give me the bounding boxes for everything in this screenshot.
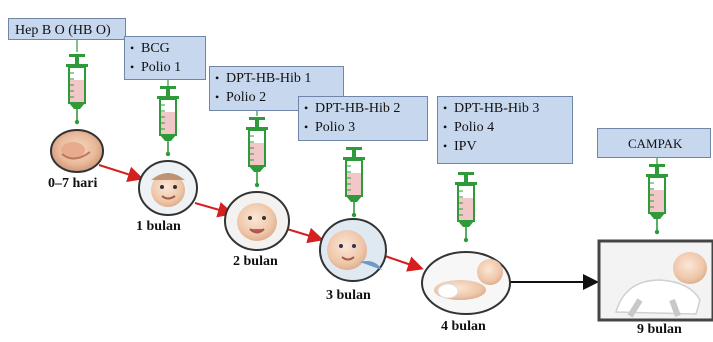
syringe-icon — [454, 171, 478, 244]
vaccine-campak-label: CAMPAK — [628, 136, 683, 151]
baby-photo — [50, 129, 104, 173]
baby-photo — [319, 218, 387, 282]
vaccine-item: DPT-HB-Hib 2 — [304, 99, 423, 118]
baby-photo — [138, 160, 198, 216]
syringe-icon — [245, 116, 269, 189]
vaccine-item: BCG — [130, 39, 201, 58]
age-label-1-month: 1 bulan — [136, 219, 181, 234]
arrow-4 — [381, 254, 424, 272]
vaccine-item: Polio 3 — [304, 118, 423, 137]
vaccine-box-1-month: BCG Polio 1 — [124, 36, 206, 80]
vaccine-item: Polio 1 — [130, 58, 201, 77]
vaccine-box-9-month: CAMPAK — [597, 128, 711, 158]
age-label-3-month: 3 bulan — [326, 288, 371, 303]
vaccine-hb0-label: Hep B O (HB O) — [15, 23, 111, 38]
baby-photo — [421, 251, 511, 315]
vaccine-item: Polio 2 — [215, 88, 339, 107]
baby-photo — [597, 239, 713, 322]
arrow-1 — [98, 164, 144, 182]
syringe-icon — [156, 85, 180, 158]
arrow-3 — [286, 227, 324, 244]
baby-photo — [224, 191, 290, 251]
age-label-2-month: 2 bulan — [233, 254, 278, 269]
syringe-icon — [342, 146, 366, 219]
age-label-0-7-days: 0–7 hari — [48, 176, 98, 191]
age-label-9-month: 9 bulan — [637, 322, 682, 337]
arrow-2 — [194, 202, 234, 218]
vaccine-item: DPT-HB-Hib 1 — [215, 69, 339, 88]
age-label-4-month: 4 bulan — [441, 319, 486, 334]
vaccine-box-3-month: DPT-HB-Hib 2 Polio 3 — [298, 96, 428, 141]
syringe-icon — [65, 53, 89, 126]
vaccine-item: Polio 4 — [443, 118, 568, 137]
vaccine-box-hb0: Hep B O (HB O) — [8, 18, 126, 40]
vaccine-box-4-month: DPT-HB-Hib 3 Polio 4 IPV — [437, 96, 573, 164]
syringe-icon — [645, 163, 669, 236]
vaccine-item: DPT-HB-Hib 3 — [443, 99, 568, 118]
vaccine-item: IPV — [443, 137, 568, 156]
